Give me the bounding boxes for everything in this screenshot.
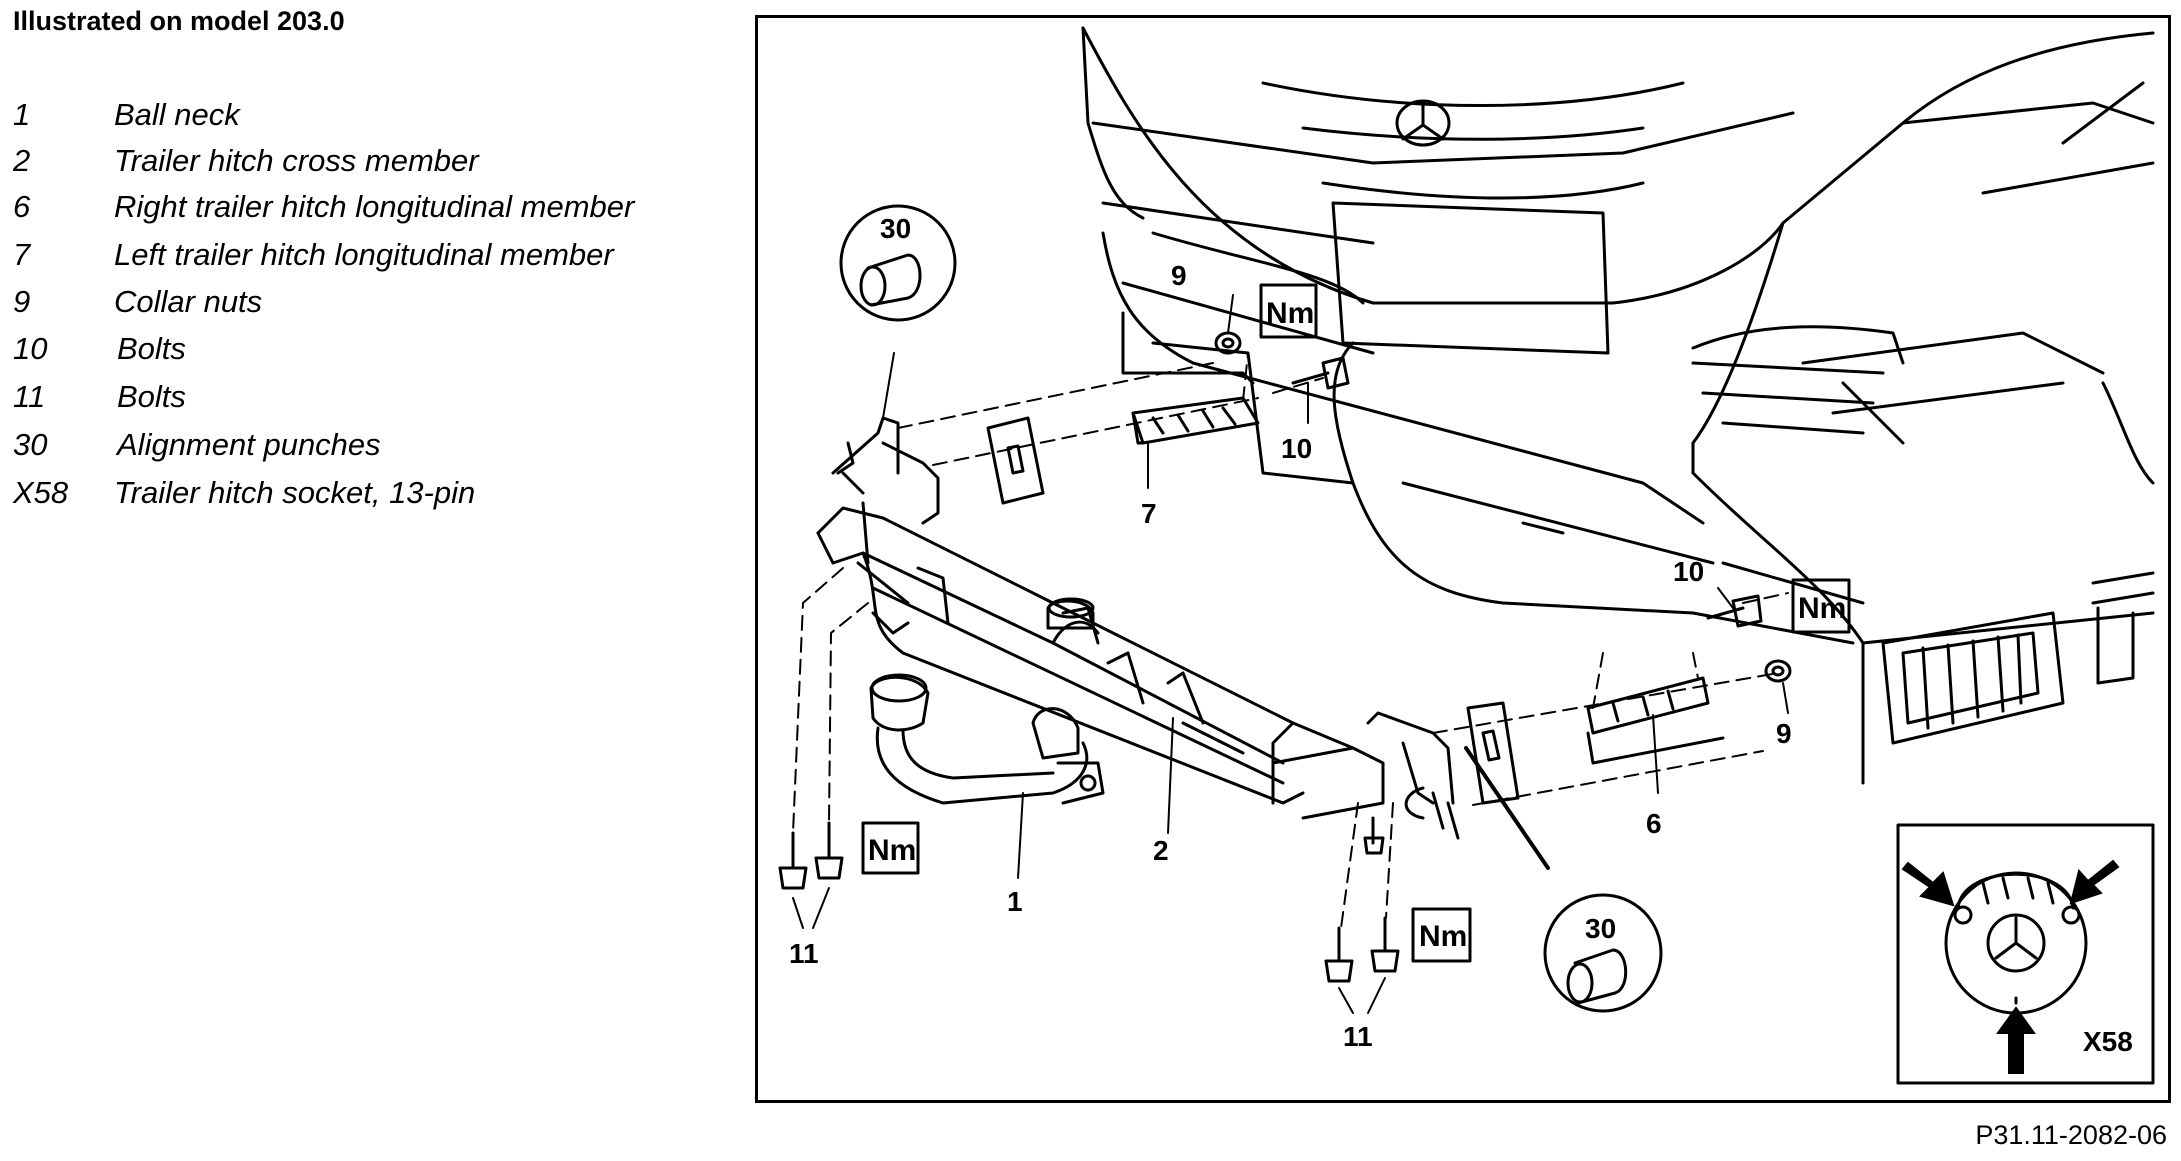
legend-text: Left trailer hitch longitudinal member — [114, 237, 614, 272]
callout-label: 9 — [1171, 260, 1187, 291]
torque-box — [861, 821, 920, 875]
longitudinal-member-part-6 — [1586, 676, 1725, 765]
mount-housing — [1121, 311, 1355, 485]
legend-number: 1 — [13, 97, 31, 132]
callout-label: 30 — [1585, 913, 1616, 944]
legend-text: Ball neck — [114, 97, 240, 132]
arrow-icon — [1901, 859, 2120, 1074]
clip-plate — [986, 416, 1045, 505]
legend-number: X58 — [13, 475, 69, 510]
legend-text: Bolts — [117, 379, 186, 414]
torque-label: Nm — [1798, 592, 1846, 625]
bolt-icon — [1291, 356, 1350, 390]
callout-label: 7 — [1141, 498, 1157, 529]
bolt-icon — [778, 821, 844, 890]
alignment-lines — [792, 352, 1789, 929]
callout-label: 11 — [789, 938, 819, 969]
callout-label: 30 — [880, 213, 911, 244]
ball-neck-part-1 — [869, 673, 1105, 805]
tail-light — [1691, 325, 1905, 435]
legend-number: 11 — [13, 379, 46, 414]
bolt-icon — [1324, 916, 1400, 983]
left-bracket — [831, 416, 950, 635]
mercedes-star-icon — [1395, 99, 1451, 147]
legend-text: Collar nuts — [114, 284, 263, 319]
legend-text: Bolts — [117, 331, 186, 366]
legend-number: 30 — [13, 427, 48, 462]
bumper-grille — [1881, 611, 2065, 745]
torque-box — [1791, 578, 1851, 634]
torque-box — [1411, 907, 1472, 963]
callout-label: 10 — [1281, 433, 1312, 464]
torque-box — [1259, 283, 1318, 339]
alignment-punch-callout — [1543, 893, 1663, 1013]
callout-label: 10 — [1673, 556, 1704, 587]
exploded-diagram-frame: 30 30 9 10 7 10 9 6 2 1 11 11 X58 Nm Nm … — [755, 15, 2171, 1103]
legend-text: Trailer hitch cross member — [114, 143, 479, 178]
legend-text: Right trailer hitch longitudinal member — [114, 189, 635, 224]
bolt-icon — [1363, 816, 1385, 855]
torque-label: Nm — [868, 834, 916, 867]
bolt-icon — [1706, 594, 1763, 628]
legend-text: Alignment punches — [117, 427, 381, 462]
clip-plate-right — [1466, 701, 1520, 805]
torque-label: Nm — [1266, 297, 1314, 330]
callout-label: 11 — [1343, 1021, 1373, 1052]
socket-knob — [1046, 597, 1095, 630]
torque-label: Nm — [1419, 920, 1467, 953]
page-title: Illustrated on model 203.0 — [13, 6, 345, 36]
car-rear-body — [1081, 26, 2155, 785]
legend-text: Trailer hitch socket, 13-pin — [114, 475, 476, 510]
leader-lines — [792, 294, 1789, 1014]
callout-label: X58 — [2083, 1026, 2133, 1057]
legend-number: 9 — [13, 284, 31, 319]
legend-number: 6 — [13, 189, 31, 224]
callout-label: 6 — [1646, 808, 1662, 839]
exploded-diagram: 30 30 9 10 7 10 9 6 2 1 11 11 X58 Nm Nm … — [778, 26, 2155, 1085]
legend-number: 7 — [13, 237, 31, 272]
legend-number: 10 — [13, 331, 48, 366]
callout-label: 2 — [1153, 835, 1169, 866]
collar-nut-icon — [1764, 659, 1792, 683]
figure-reference: P31.11-2082-06 — [1975, 1120, 2167, 1150]
alignment-punch-callout — [839, 204, 957, 322]
callout-label: 9 — [1776, 718, 1792, 749]
legend-number: 2 — [13, 143, 31, 178]
callout-label: 1 — [1007, 886, 1023, 917]
